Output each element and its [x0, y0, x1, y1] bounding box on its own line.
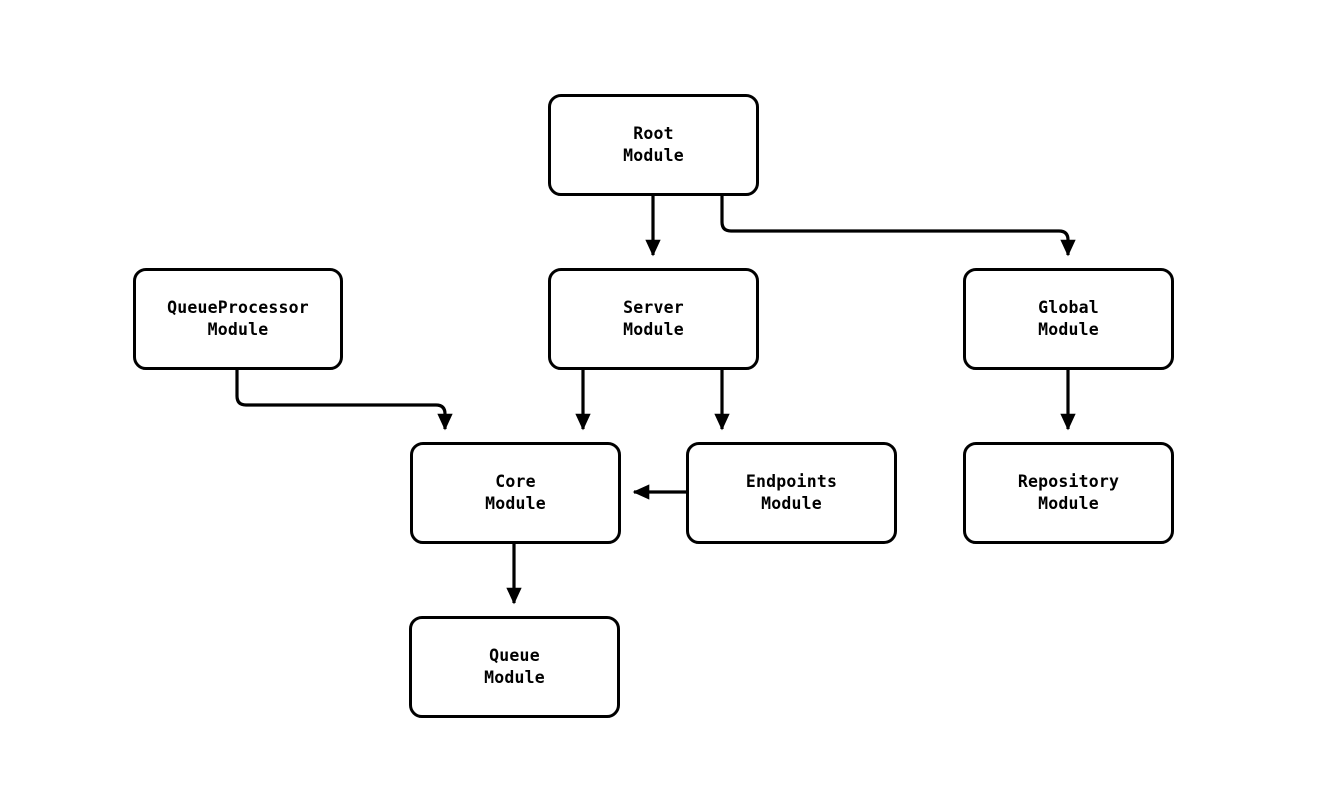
node-queue-module[interactable]: Queue Module	[409, 616, 620, 718]
node-global-module-line1: Global	[1038, 298, 1099, 317]
node-root-module-line2: Module	[623, 146, 684, 165]
node-root-module-line1: Root	[633, 124, 674, 143]
node-server-module[interactable]: Server Module	[548, 268, 759, 370]
node-repository-module[interactable]: Repository Module	[963, 442, 1174, 544]
node-queue-module-line1: Queue	[489, 646, 540, 665]
node-queueprocessor-module[interactable]: QueueProcessor Module	[133, 268, 343, 370]
node-core-module[interactable]: Core Module	[410, 442, 621, 544]
node-global-module-line2: Module	[1038, 320, 1099, 339]
edge-root-global	[720, 196, 1076, 257]
node-core-module-line2: Module	[485, 494, 546, 513]
edge-queueprocessor-core	[235, 370, 453, 431]
node-queue-module-line2: Module	[484, 668, 545, 687]
node-endpoints-module-line2: Module	[761, 494, 822, 513]
node-server-module-line2: Module	[623, 320, 684, 339]
node-repository-module-line2: Module	[1038, 494, 1099, 513]
node-global-module[interactable]: Global Module	[963, 268, 1174, 370]
node-root-module[interactable]: Root Module	[548, 94, 759, 196]
node-server-module-line1: Server	[623, 298, 684, 317]
node-endpoints-module-line1: Endpoints	[745, 472, 838, 491]
node-queueprocessor-module-line2: Module	[207, 320, 269, 339]
node-endpoints-module[interactable]: Endpoints Module	[686, 442, 897, 544]
node-queueprocessor-module-line1: QueueProcessor	[167, 298, 309, 317]
node-core-module-line1: Core	[495, 472, 536, 491]
node-repository-module-line1: Repository	[1017, 472, 1120, 491]
